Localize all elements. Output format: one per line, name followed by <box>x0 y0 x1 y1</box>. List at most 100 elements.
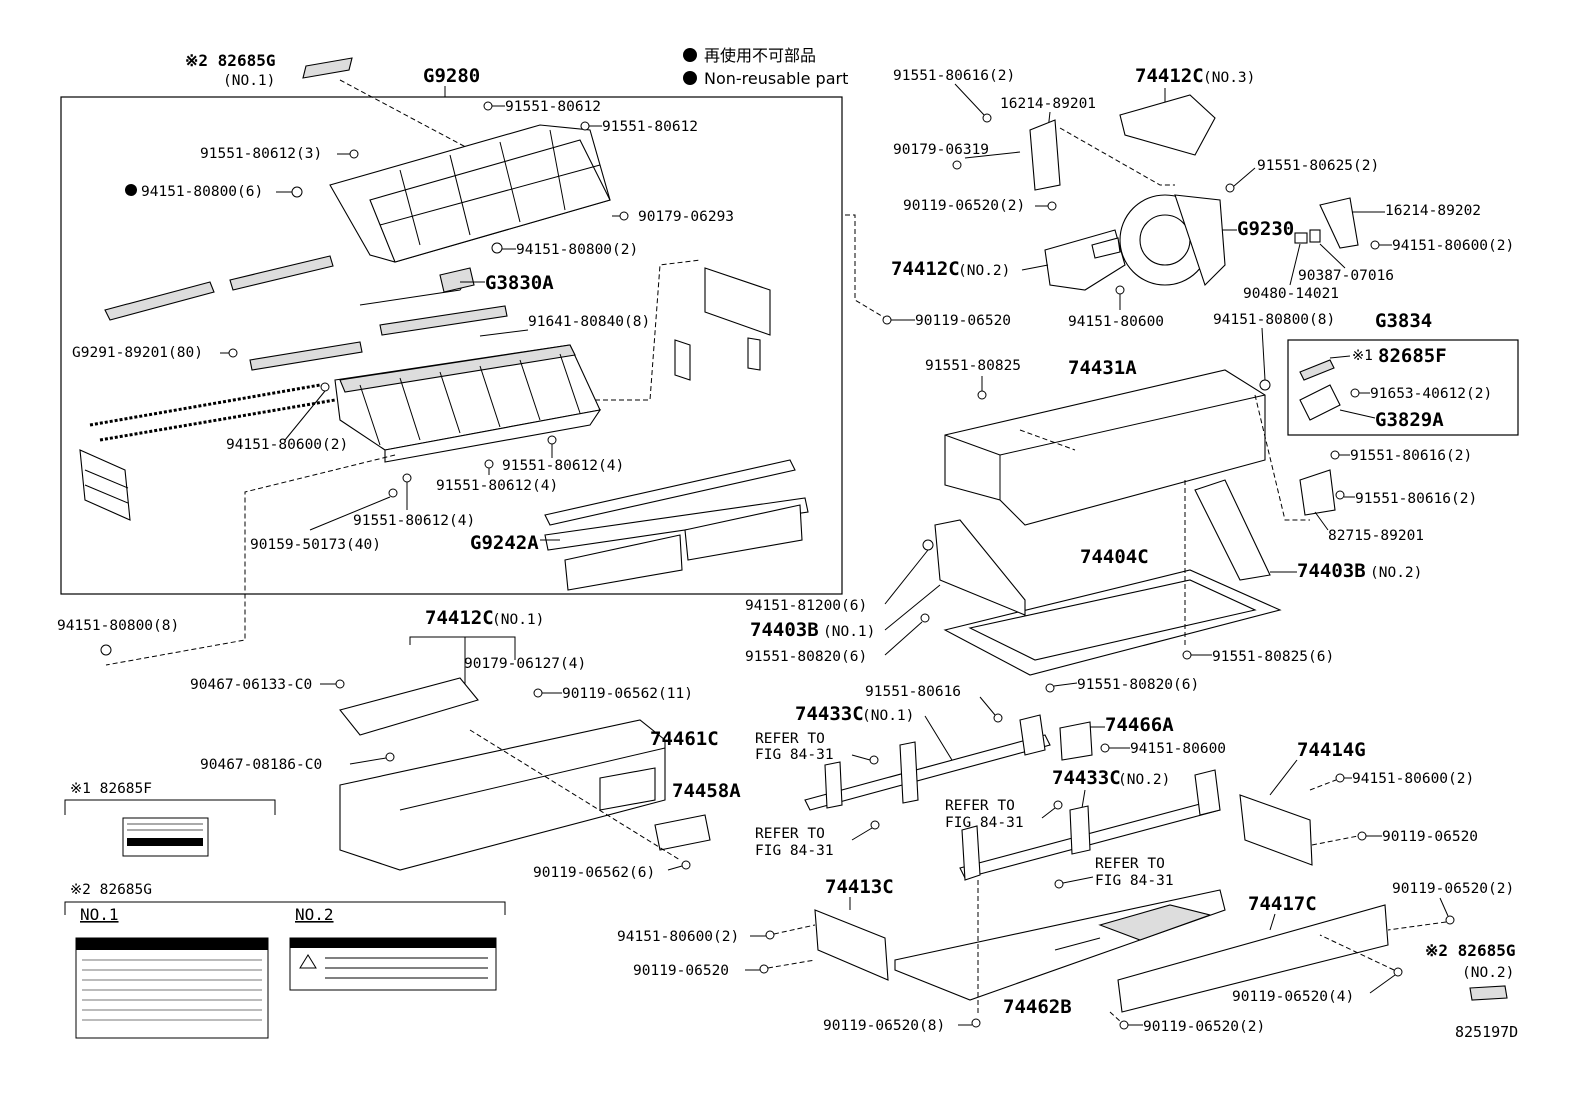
rail-74433c-no1 <box>804 714 1051 811</box>
part-91551-80612-a[interactable]: 91551-80612 <box>505 99 601 115</box>
bracket-16214-89202 <box>1319 197 1359 249</box>
part-74412c-no3-sub: (NO.3) <box>1203 70 1255 86</box>
part-91551-80825[interactable]: 91551-80825 <box>925 358 1021 374</box>
refer-fig-4[interactable]: FIG 84-31 <box>1095 873 1174 889</box>
refer-to-1[interactable]: REFER TO <box>755 731 825 747</box>
part-74403b-no1-sub: (NO.1) <box>823 624 875 640</box>
part-90159-50173-40[interactable]: 90159-50173(40) <box>250 537 381 553</box>
bracket-16214-89201 <box>1029 119 1061 191</box>
part-g9291-89201-80[interactable]: G9291-89201(80) <box>72 345 203 361</box>
part-94151-80600-2b[interactable]: 94151-80600(2) <box>1392 238 1514 254</box>
part-90119-06520-2b[interactable]: 90119-06520(2) <box>1392 881 1514 897</box>
part-91551-80616-2b[interactable]: 91551-80616(2) <box>1350 448 1472 464</box>
part-91551-80616-2a[interactable]: 91551-80616(2) <box>893 68 1015 84</box>
part-94151-80600b[interactable]: 94151-80600 <box>1130 741 1226 757</box>
non-reusable-marker-icon <box>683 48 697 62</box>
part-74433c-no1[interactable]: 74433C <box>795 703 864 725</box>
part-90119-06520b[interactable]: 90119-06520 <box>1382 829 1478 845</box>
part-74462b[interactable]: 74462B <box>1003 996 1072 1018</box>
part-82685f[interactable]: 82685F <box>1378 345 1447 367</box>
part-91551-80616[interactable]: 91551-80616 <box>865 684 961 700</box>
part-90179-06319[interactable]: 90179-06319 <box>893 142 989 158</box>
part-91551-80820-6b[interactable]: 91551-80820(6) <box>1077 677 1199 693</box>
part-90387-07016[interactable]: 90387-07016 <box>1298 268 1394 284</box>
part-90119-06520-2a[interactable]: 90119-06520(2) <box>903 198 1025 214</box>
part-74458a[interactable]: 74458A <box>672 780 741 802</box>
part-74466a[interactable]: 74466A <box>1105 714 1174 736</box>
part-90119-06520-8[interactable]: 90119-06520(8) <box>823 1018 945 1034</box>
refer-to-4[interactable]: REFER TO <box>1095 856 1165 872</box>
part-91641-80840-8[interactable]: 91641-80840(8) <box>528 314 650 330</box>
g3830a-label[interactable]: G3830A <box>485 272 554 294</box>
part-91551-80616-2c[interactable]: 91551-80616(2) <box>1355 491 1477 507</box>
part-91653-40612-2[interactable]: 91653-40612(2) <box>1370 386 1492 402</box>
refer-to-3[interactable]: REFER TO <box>945 798 1015 814</box>
part-74414g[interactable]: 74414G <box>1297 739 1366 761</box>
part-91551-80825-6[interactable]: 91551-80825(6) <box>1212 649 1334 665</box>
part-74417c[interactable]: 74417C <box>1248 893 1317 915</box>
part-74431a[interactable]: 74431A <box>1068 357 1137 379</box>
g9230-label[interactable]: G9230 <box>1237 218 1294 240</box>
part-16214-89201[interactable]: 16214-89201 <box>1000 96 1096 112</box>
part-90480-14021[interactable]: 90480-14021 <box>1243 286 1339 302</box>
part-90467-08186-c0[interactable]: 90467-08186-C0 <box>200 757 322 773</box>
part-74412c-no2[interactable]: 74412C <box>891 258 960 280</box>
part-90119-06562-11[interactable]: 90119-06562(11) <box>562 686 693 702</box>
part-94151-80600-2a[interactable]: 94151-80600(2) <box>226 437 348 453</box>
part-90119-06520a[interactable]: 90119-06520 <box>915 313 1011 329</box>
part-91551-80820-6a[interactable]: 91551-80820(6) <box>745 649 867 665</box>
part-94151-81200-6[interactable]: 94151-81200(6) <box>745 598 867 614</box>
part-82685g-no1-sub: (NO.1) <box>223 73 275 89</box>
part-91551-80612-3[interactable]: 91551-80612(3) <box>200 146 322 162</box>
part-74461c[interactable]: 74461C <box>650 728 719 750</box>
frame-74404c <box>943 569 1282 676</box>
part-90119-06520c[interactable]: 90119-06520 <box>633 963 729 979</box>
part-94151-80800-6[interactable]: 94151-80800(6) <box>141 184 263 200</box>
bracket-74466a <box>1059 721 1093 761</box>
part-74404c[interactable]: 74404C <box>1080 546 1149 568</box>
refer-fig-1[interactable]: FIG 84-31 <box>755 747 834 763</box>
part-74412c-no1[interactable]: 74412C <box>425 607 494 629</box>
g9280-label[interactable]: G9280 <box>423 65 480 87</box>
part-82685g-no1-label[interactable]: ※2 82685G <box>185 51 275 70</box>
leader-90119-06520 <box>845 214 886 319</box>
part-16214-89202[interactable]: 16214-89202 <box>1385 203 1481 219</box>
g3829a-label[interactable]: G3829A <box>1375 409 1444 431</box>
refer-fig-3[interactable]: FIG 84-31 <box>945 815 1024 831</box>
refer-fig-2[interactable]: FIG 84-31 <box>755 843 834 859</box>
g9242a-label[interactable]: G9242A <box>470 532 539 554</box>
bracket-82715-89201 <box>1299 469 1336 516</box>
part-90119-06520-2c[interactable]: 90119-06520(2) <box>1143 1019 1265 1035</box>
leader-module-bracket <box>595 259 701 401</box>
part-94151-80600-2d[interactable]: 94151-80600(2) <box>617 929 739 945</box>
part-91551-80612-4c[interactable]: 91551-80612(4) <box>353 513 475 529</box>
part-74413c[interactable]: 74413C <box>825 876 894 898</box>
refer-to-2[interactable]: REFER TO <box>755 826 825 842</box>
part-94151-80600-2c[interactable]: 94151-80600(2) <box>1352 771 1474 787</box>
g3834-label[interactable]: G3834 <box>1375 310 1432 332</box>
part-91551-80625-2[interactable]: 91551-80625(2) <box>1257 158 1379 174</box>
part-74403b-no2[interactable]: 74403B <box>1297 560 1366 582</box>
cable-chain-1 <box>89 383 321 427</box>
part-91551-80612-4b[interactable]: 91551-80612(4) <box>436 478 558 494</box>
part-90467-06133-c0[interactable]: 90467-06133-C0 <box>190 677 312 693</box>
part-91551-80612-b[interactable]: 91551-80612 <box>602 119 698 135</box>
part-74412c-no3[interactable]: 74412C <box>1135 65 1204 87</box>
part-94151-80800-8a[interactable]: 94151-80800(8) <box>57 618 179 634</box>
leader-duct <box>1059 127 1175 186</box>
part-90119-06520-4[interactable]: 90119-06520(4) <box>1232 989 1354 1005</box>
part-74433c-no2[interactable]: 74433C <box>1052 767 1121 789</box>
part-94151-80600a[interactable]: 94151-80600 <box>1068 314 1164 330</box>
part-82685g-no2[interactable]: ※2 82685G <box>1425 941 1515 960</box>
part-94151-80800-8b[interactable]: 94151-80800(8) <box>1213 312 1335 328</box>
part-74412c-no2-sub: (NO.2) <box>958 263 1010 279</box>
bus-bar-strips <box>104 255 508 371</box>
part-90119-06562-6[interactable]: 90119-06562(6) <box>533 865 655 881</box>
part-90179-06293[interactable]: 90179-06293 <box>638 209 734 225</box>
part-74403b-no1[interactable]: 74403B <box>750 619 819 641</box>
battery-cover-upper <box>329 124 611 263</box>
part-91551-80612-4a[interactable]: 91551-80612(4) <box>502 458 624 474</box>
part-90179-06127-4[interactable]: 90179-06127(4) <box>464 656 586 672</box>
part-94151-80800-2[interactable]: 94151-80800(2) <box>516 242 638 258</box>
part-82715-89201[interactable]: 82715-89201 <box>1328 528 1424 544</box>
